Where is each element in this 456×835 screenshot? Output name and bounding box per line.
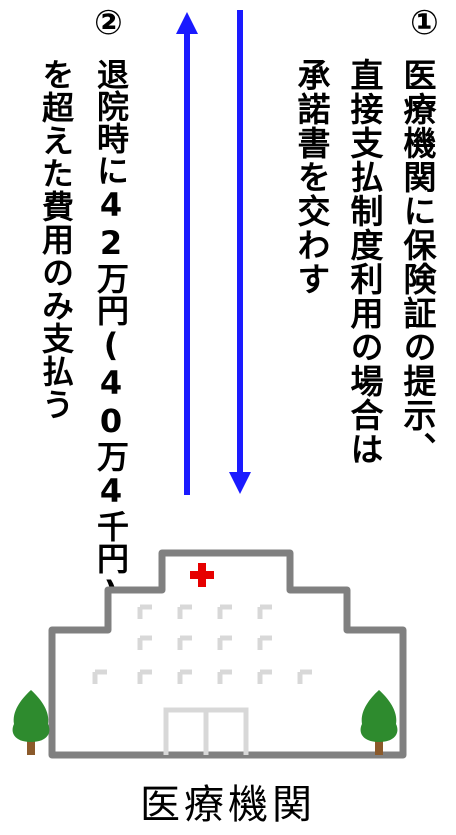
door-icon <box>163 707 249 755</box>
step-1-number: ① <box>410 3 439 43</box>
step-1-text-line-1: 医療機関に保険証の提示、 <box>398 58 437 466</box>
step-2-text-line-2: を超えた費用のみ支払う <box>37 58 75 421</box>
up-arrow <box>176 12 198 495</box>
tree-icon-left <box>12 690 50 755</box>
step-2-text-line-1: 退院時に42万円(40万4千円) <box>92 58 130 612</box>
step-2-number: ② <box>94 3 123 43</box>
step-1-text-line-3: 承諾書を交わす <box>292 58 331 296</box>
building-label: 医療機関 <box>140 782 316 828</box>
hospital-building-icon <box>48 549 407 759</box>
down-arrow <box>229 10 251 494</box>
step-1-text-line-2: 直接支払制度利用の場合は <box>345 58 384 466</box>
tree-icon-right <box>360 690 398 755</box>
